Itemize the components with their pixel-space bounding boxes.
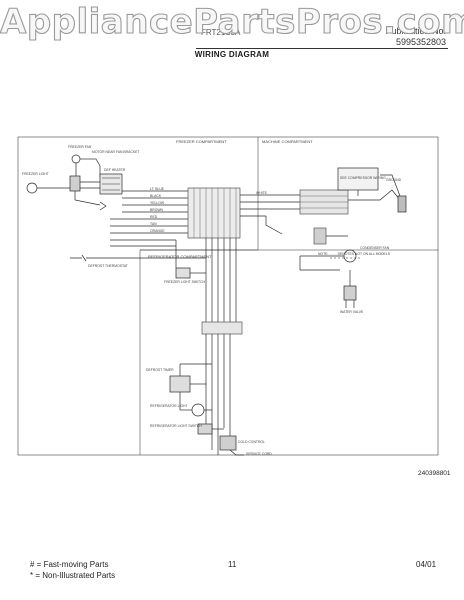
label-motor-bracket: MOTOR NEAR FAN BRACKET (92, 150, 140, 154)
wire-label-brown: BROWN (150, 208, 163, 212)
label-service-cord: SERVICE CORD (246, 452, 272, 456)
footer-fast-moving: # = Fast-moving Parts (30, 560, 109, 569)
label-defrost-heater: DEF HEATER (104, 168, 126, 172)
label-compressor: SEE COMPRESSOR WIRING (340, 176, 386, 180)
label-refrigerator-light-switch: REFRIGERATOR LIGHT SWITCH (150, 424, 202, 428)
label-freezer-light: FREEZER LIGHT (22, 172, 49, 176)
service-plug (397, 195, 407, 213)
label-freezer-compartment: FREEZER COMPARTMENT (176, 139, 227, 144)
publication-info: Publication No. 5995352803 (385, 26, 446, 48)
wire-label-orange: ORANGE (150, 229, 165, 233)
freezer-light (26, 182, 38, 194)
freezer-fan (71, 154, 81, 164)
wire-label-red: RED (150, 215, 158, 219)
label-cold-control: COLD CONTROL (238, 440, 265, 444)
header-rule (196, 48, 448, 49)
label-defrost-timer: DEFROST TIMER (146, 368, 174, 372)
light-socket (69, 175, 81, 192)
wire-label-tan: TAN (150, 222, 157, 226)
defrost-timer (169, 375, 191, 393)
diagram-title: WIRING DIAGRAM (194, 50, 270, 59)
drawing-number: 240398801 (418, 470, 451, 477)
wire-label-yellow: YELLOW (150, 201, 165, 205)
service-cord (229, 449, 244, 456)
note-text: NOTE: - - - - DENOTES NOT ON ALL MODELS (318, 252, 390, 256)
harness-connector-top (187, 187, 241, 239)
label-condenser-fan: CONDENSER FAN (360, 246, 390, 250)
label-refrigerator-light: REFRIGERATOR LIGHT (150, 404, 188, 408)
publication-number: 5995352803 (395, 37, 446, 47)
wire-label-white: WHITE (256, 191, 267, 195)
model-number: FRT21S3A (201, 28, 241, 37)
wire-label-lt-blue: LT. BLUE (150, 187, 165, 191)
footer-page-number: 11 (228, 560, 237, 569)
label-defrost-thermostat: DEFROST THERMOSTAT (88, 264, 128, 268)
defrost-thermostat-symbol (70, 254, 100, 262)
cold-control (219, 435, 237, 451)
refrigerator-light (191, 403, 205, 417)
footer-date: 04/01 (416, 560, 437, 569)
wire-label-black: BLACK (150, 194, 162, 198)
label-freezer-light-switch: FREEZER LIGHT SWITCH (164, 280, 206, 284)
label-machine-compartment: MACHINE COMPARTMENT (262, 139, 313, 144)
diagram-frame (17, 136, 439, 456)
footer-non-illustrated: * = Non-Illustrated Parts (30, 571, 116, 580)
publication-label: Publication No. (385, 26, 446, 36)
water-valve (343, 285, 357, 301)
freezer-light-switch (175, 267, 191, 279)
label-refrigerator-compartment: REFRIGERATOR COMPARTMENT (148, 254, 212, 259)
label-water-valve: WATER VALVE (340, 310, 364, 314)
label-freezer-fan: FREEZER FAN (68, 145, 92, 149)
harness-connector-bottom (201, 321, 243, 335)
label-ground: GROUND (386, 178, 402, 182)
relay-module (313, 227, 327, 245)
